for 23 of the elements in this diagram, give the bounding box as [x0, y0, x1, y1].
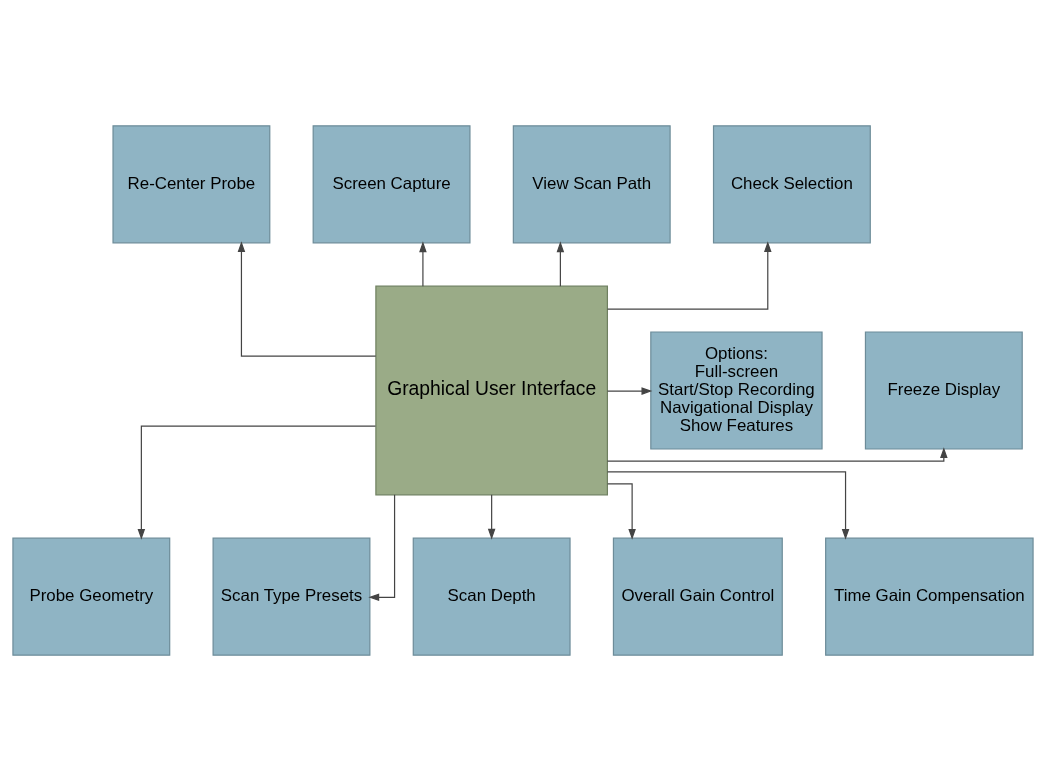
node-box: Re-Center Probe	[112, 124, 271, 243]
arrow	[368, 493, 396, 601]
node-box: Screen Capture	[312, 124, 471, 243]
node-box: Time Gain Compensation	[825, 537, 1034, 656]
arrow	[419, 240, 427, 287]
node-box: Scan Depth	[412, 537, 571, 656]
node-box: Overall Gain Control	[612, 537, 783, 656]
arrow	[556, 240, 565, 287]
arrow	[137, 424, 377, 540]
arrow	[606, 446, 948, 462]
node-box: Freeze Display	[864, 330, 1023, 450]
node-box: Probe Geometry	[12, 537, 171, 656]
node-box: Scan Type Presets	[212, 537, 371, 656]
arrow	[607, 386, 653, 395]
node-box: Graphical User Interface	[375, 285, 608, 495]
arrow	[606, 470, 850, 540]
node-box: Options: Full-screen Start/Stop Recording Navigational Display Show Features	[650, 330, 823, 450]
node-box: View Scan Path	[512, 124, 671, 243]
arrow	[606, 240, 772, 310]
arrow	[607, 482, 636, 540]
node-box: Check Selection	[712, 124, 871, 243]
arrow	[487, 493, 496, 540]
arrow	[237, 240, 377, 357]
